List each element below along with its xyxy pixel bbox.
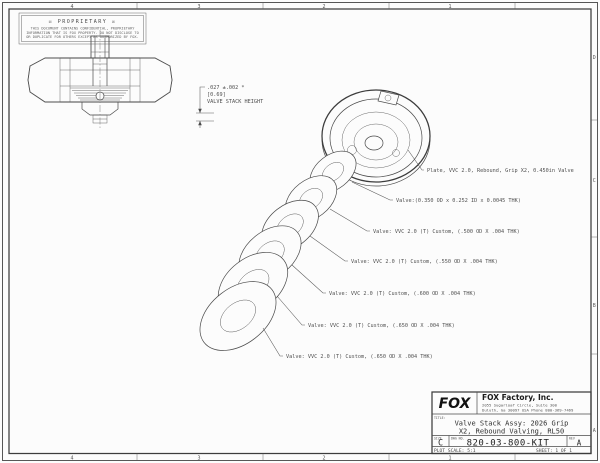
- zone-top-4: 4: [70, 4, 73, 10]
- zone-right-a: A: [593, 428, 596, 434]
- title-block: FOX FOX Factory, Inc. 2055 Sugarloaf Cir…: [431, 391, 592, 455]
- shim-0650-b: [199, 281, 277, 351]
- callout-leader-5: [276, 295, 305, 326]
- callout-text-valve-0650a: Valve: VVC 2.0 (T) Custom, (.650 OD X .0…: [308, 323, 455, 329]
- proprietary-line3: OR DUPLICATE FOR OTHERS EXCEPT AS AUTHOR…: [26, 35, 139, 39]
- company-address-1: 2055 Sugarloaf Circle, Suite 300: [482, 403, 558, 408]
- dimension-metric: [0.69]: [207, 92, 226, 98]
- zone-bottom-3: 3: [197, 456, 200, 462]
- company-name: FOX Factory, Inc.: [482, 393, 554, 402]
- callout-text-valve-0350: Valve:(0.350 OD x 0.252 ID x 0.0045 THK): [396, 198, 521, 204]
- dimension-label: VALVE STACK HEIGHT: [207, 99, 263, 105]
- callout-text-valve-0650b: Valve: VVC 2.0 (T) Custom, (.650 OD X .0…: [286, 354, 433, 360]
- rev-value: A: [577, 439, 582, 448]
- callout-leader-4: [291, 264, 326, 294]
- dwg-no-label: DWG NO.: [451, 437, 465, 441]
- plot-scale: PLOT SCALE: 5:1: [434, 448, 476, 454]
- fox-logo: FOX: [439, 396, 472, 412]
- zone-right-b: B: [593, 303, 596, 309]
- proprietary-title: ☒ PROPRIETARY ☒: [49, 19, 117, 25]
- callout-leader-0: [407, 149, 424, 171]
- callout-text-plate: Plate, VVC 2.0, Rebound, Grip X2, 0.450i…: [427, 168, 574, 174]
- zone-bottom-2: 2: [322, 456, 325, 462]
- callouts: Plate, VVC 2.0, Rebound, Grip X2, 0.450i…: [262, 149, 574, 360]
- proprietary-line2: INFORMATION THAT IS FOX PROPERTY. DO NOT…: [26, 31, 139, 35]
- size-label: SIZE: [434, 437, 442, 441]
- zone-top-2: 2: [322, 4, 325, 10]
- stack-height-dimension: .027 ±.002 * [0.69] VALVE STACK HEIGHT: [196, 85, 263, 128]
- zone-right-c: C: [593, 178, 596, 184]
- zone-bottom-4: 4: [70, 456, 73, 462]
- drawing-title-line1: Valve Stack Assy: 2026 Grip: [455, 420, 569, 428]
- zone-bottom-1: 1: [448, 456, 451, 462]
- company-address-2: Duluth, Ga 30097 USA Phone 800-369-7469: [482, 408, 574, 413]
- proprietary-line1: THIS DOCUMENT CONTAINS CONFIDENTIAL, PRO…: [31, 27, 136, 31]
- size-value: C: [438, 439, 443, 449]
- dwg-no-value: 820-03-800-KIT: [467, 439, 550, 449]
- rev-label: REV: [569, 437, 575, 441]
- zone-top-1: 1: [448, 4, 451, 10]
- proprietary-note: ☒ PROPRIETARY ☒ THIS DOCUMENT CONTAINS C…: [18, 12, 147, 45]
- callout-leader-2: [329, 208, 370, 232]
- callout-text-valve-0600: Valve: VVC 2.0 (T) Custom, (.600 OD X .0…: [329, 291, 476, 297]
- dimension-value: .027 ±.002 *: [207, 85, 244, 91]
- title-label: TITLE:: [434, 416, 446, 420]
- drawing-title-line2: X2, Rebound Valving, RL50: [459, 428, 564, 436]
- section-view: [27, 30, 173, 130]
- callout-leader-6: [262, 327, 283, 357]
- callout-leader-1: [351, 181, 393, 201]
- shim-stack: [199, 150, 357, 351]
- callout-text-valve-0500: Valve: VVC 2.0 (T) Custom, (.500 OD X .0…: [373, 229, 520, 235]
- sheet-number: SHEET: 1 OF 1: [536, 448, 572, 454]
- callout-leader-3: [309, 235, 348, 262]
- zone-top-3: 3: [197, 4, 200, 10]
- zone-right-d: D: [593, 55, 596, 61]
- callout-text-valve-0550: Valve: VVC 2.0 (T) Custom, (.550 OD X .0…: [351, 259, 498, 265]
